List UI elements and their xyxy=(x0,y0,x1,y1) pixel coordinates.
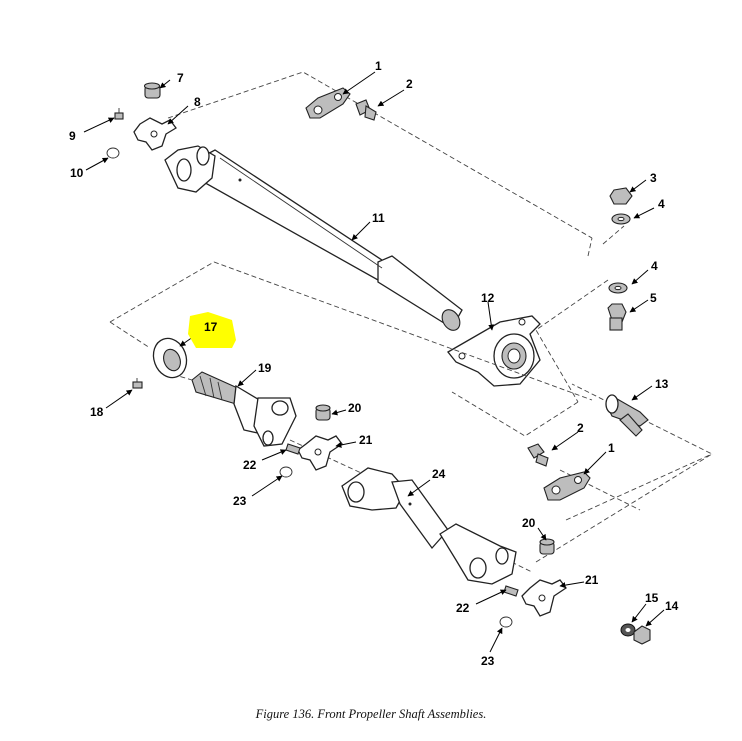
propeller-shaft-tube xyxy=(341,467,517,585)
callout-1-upper: 1 xyxy=(375,59,382,73)
callout-13: 13 xyxy=(655,377,669,391)
callout-labels: 1 2 3 4 4 5 7 8 9 10 11 12 13 2 1 17 18 … xyxy=(69,59,679,668)
callout-12: 12 xyxy=(481,291,495,305)
lube-fitting-lower xyxy=(132,378,143,389)
lube-fitting-upper xyxy=(114,108,124,120)
callout-17: 17 xyxy=(204,320,218,334)
callout-7: 7 xyxy=(177,71,184,85)
leader-lines xyxy=(83,71,665,653)
bracket-lower xyxy=(543,471,591,501)
callout-4-upper: 4 xyxy=(658,197,665,211)
bolt-lower-right xyxy=(607,303,627,331)
universal-joint-cross-lower-right xyxy=(521,579,567,617)
upper-assembly-outline xyxy=(167,71,625,437)
callout-5: 5 xyxy=(650,291,657,305)
callout-2-lower: 2 xyxy=(577,421,584,435)
callout-19: 19 xyxy=(258,361,272,375)
bearing-cap-upper xyxy=(143,82,161,99)
callout-20-right: 20 xyxy=(522,516,536,530)
callout-18: 18 xyxy=(90,405,104,419)
bracket-upper xyxy=(305,87,351,119)
bolt-lower xyxy=(527,443,549,467)
callout-9: 9 xyxy=(69,129,76,143)
callout-11: 11 xyxy=(372,211,385,225)
propeller-shaft-upper xyxy=(164,145,463,331)
lube-fitting-lower-right xyxy=(503,585,519,597)
callout-23-left: 23 xyxy=(233,494,247,508)
callout-15: 15 xyxy=(645,591,659,605)
snap-ring-lower-left xyxy=(279,466,293,478)
callout-22-right: 22 xyxy=(456,601,470,615)
callout-10: 10 xyxy=(70,166,84,180)
callout-3: 3 xyxy=(650,171,657,185)
callout-highlight xyxy=(188,312,236,348)
callout-23-right: 23 xyxy=(481,654,495,668)
bearing-cap-lower-left xyxy=(315,404,331,421)
nut-lower-right xyxy=(633,625,651,645)
bolt-upper xyxy=(355,99,377,121)
center-bearing xyxy=(447,315,541,387)
callout-21-left: 21 xyxy=(359,433,373,447)
snap-ring-lower-right xyxy=(499,616,513,628)
callout-1-lower: 1 xyxy=(608,441,615,455)
nut-upper-right xyxy=(609,187,633,205)
bearing-cap-lower-right xyxy=(539,538,555,555)
snap-ring-upper xyxy=(106,147,120,159)
callout-4-lower: 4 xyxy=(651,259,658,273)
callout-20-left: 20 xyxy=(348,401,362,415)
callout-22-left: 22 xyxy=(243,458,257,472)
lube-fitting-lower-left xyxy=(285,443,301,455)
callout-14: 14 xyxy=(665,599,679,613)
universal-joint-cross-upper xyxy=(133,117,177,151)
callout-24: 24 xyxy=(432,467,446,481)
u-bolt xyxy=(605,394,649,437)
splined-yoke xyxy=(191,371,297,447)
figure-caption: Figure 136. Front Propeller Shaft Assemb… xyxy=(255,707,487,721)
callout-21-right: 21 xyxy=(585,573,599,587)
callout-8: 8 xyxy=(194,95,201,109)
lock-washer-lower-right xyxy=(620,623,636,637)
dust-boot xyxy=(152,337,188,379)
washer-upper-right xyxy=(611,213,631,225)
washer-lower-right xyxy=(608,282,628,294)
universal-joint-cross-lower-left xyxy=(297,435,343,471)
callout-2-upper: 2 xyxy=(406,77,413,91)
